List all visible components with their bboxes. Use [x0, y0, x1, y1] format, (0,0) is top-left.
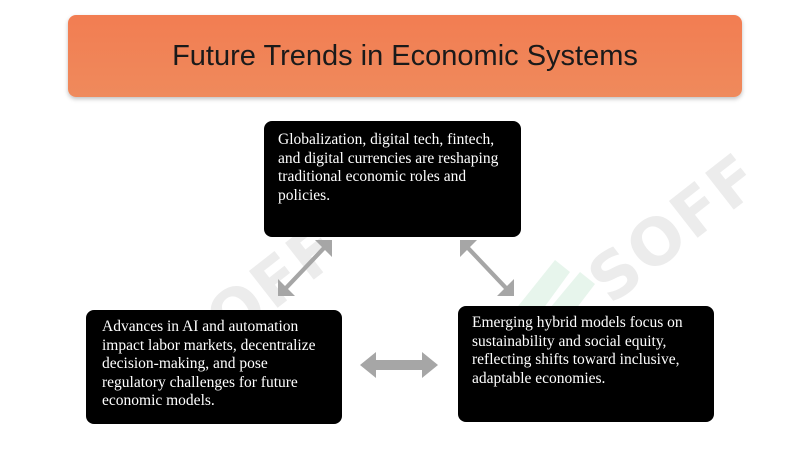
arrow-left-right [360, 352, 438, 378]
node-top: Globalization, digital tech, fintech, an… [264, 121, 521, 237]
node-right: Emerging hybrid models focus on sustaina… [458, 306, 714, 422]
node-left: Advances in AI and automation impact lab… [86, 310, 342, 424]
title-banner: Future Trends in Economic Systems [68, 15, 742, 97]
arrow-top-left [278, 240, 332, 296]
arrow-top-right [460, 240, 514, 296]
diagram-title: Future Trends in Economic Systems [172, 39, 638, 72]
